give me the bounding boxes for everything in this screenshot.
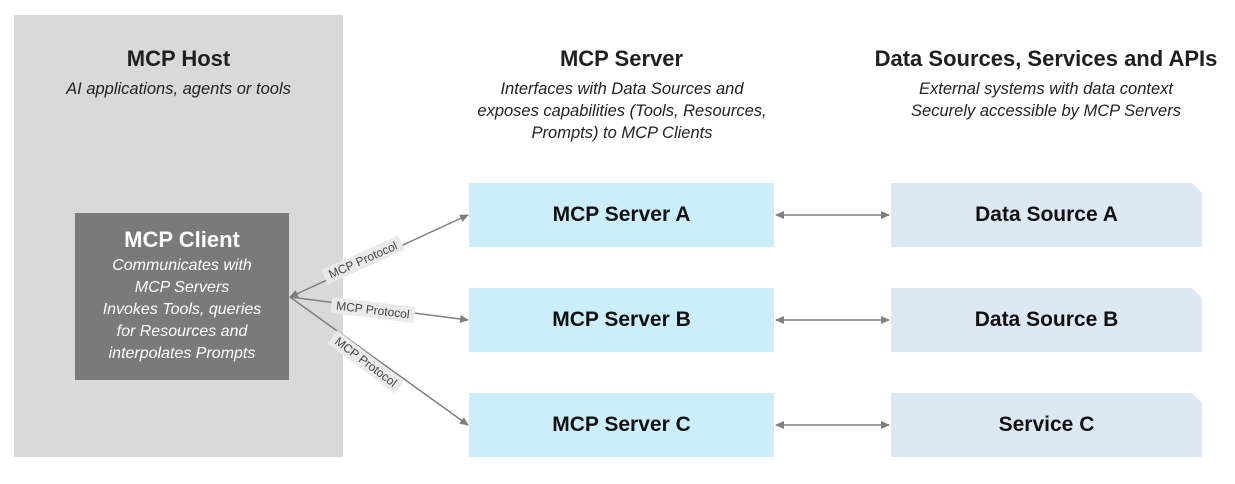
- sources-subtitle-line: Securely accessible by MCP Servers: [911, 102, 1181, 120]
- server-subtitle-line: exposes capabilities (Tools, Resources,: [477, 102, 767, 120]
- data-source-a-box: Data Source A: [891, 183, 1202, 247]
- sources-subtitle-line: External systems with data context: [918, 80, 1174, 98]
- mcp-server-b-box: MCP Server B: [469, 288, 774, 352]
- mcp-server-a-box: MCP Server A: [469, 183, 774, 247]
- client-desc-line: Invokes Tools, queries: [102, 301, 262, 318]
- client-desc-line: Communicates with: [112, 257, 252, 274]
- server-column-title: MCP Server: [559, 46, 684, 71]
- data-source-b-box: Data Source B: [891, 288, 1202, 352]
- client-desc-line: MCP Servers: [134, 279, 230, 296]
- client-desc-line: for Resources and: [116, 323, 248, 340]
- server-subtitle-line: Prompts) to MCP Clients: [531, 124, 713, 142]
- sources-column-title: Data Sources, Services and APIs: [874, 46, 1218, 71]
- host-title: MCP Host: [126, 46, 231, 71]
- service-c-box: Service C: [891, 393, 1202, 457]
- client-desc-line: interpolates Prompts: [108, 345, 256, 362]
- client-description: Communicates with MCP Servers Invokes To…: [75, 255, 289, 365]
- server-column-subtitle: Interfaces with Data Sources and exposes…: [440, 78, 804, 144]
- mcp-client-box: MCP Client Communicates with MCP Servers…: [75, 213, 289, 380]
- server-subtitle-line: Interfaces with Data Sources and: [500, 80, 744, 98]
- client-title: MCP Client: [124, 227, 240, 252]
- sources-column-subtitle: External systems with data context Secur…: [860, 78, 1232, 122]
- host-subtitle: AI applications, agents or tools: [66, 80, 291, 98]
- mcp-server-c-box: MCP Server C: [469, 393, 774, 457]
